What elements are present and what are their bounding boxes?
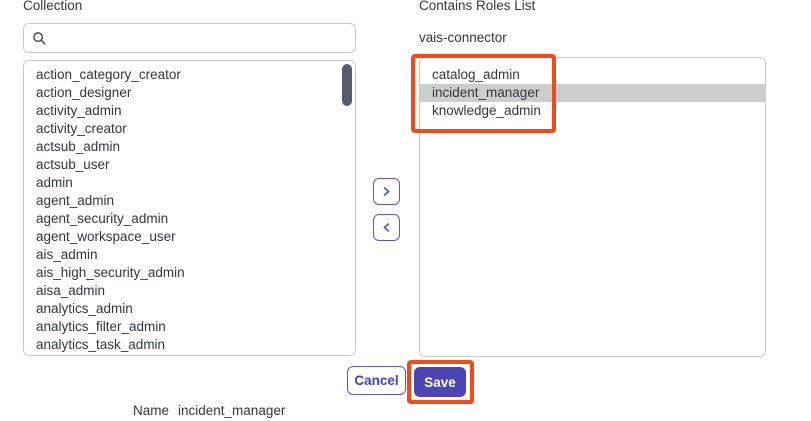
contains-roles-list-item[interactable]: incident_manager bbox=[420, 84, 765, 102]
collection-list-item[interactable]: activity_admin bbox=[36, 103, 122, 118]
collection-list-item[interactable]: ais_high_security_admin bbox=[36, 265, 185, 280]
name-value: incident_manager bbox=[178, 403, 286, 418]
save-button[interactable]: Save bbox=[414, 367, 466, 397]
group-name-label: vais-connector bbox=[419, 30, 507, 45]
collection-list-item[interactable]: ais_admin bbox=[36, 247, 98, 262]
collection-list-item[interactable]: actsub_admin bbox=[36, 139, 121, 154]
collection-list-item[interactable]: analytics_task_admin bbox=[36, 337, 166, 352]
chevron-left-icon bbox=[383, 223, 390, 232]
collection-list-item[interactable]: agent_security_admin bbox=[36, 211, 169, 226]
chevron-right-icon bbox=[383, 187, 390, 196]
move-left-button[interactable] bbox=[373, 214, 400, 241]
collection-list-item[interactable]: action_designer bbox=[36, 85, 132, 100]
collection-list-item[interactable]: action_category_creator bbox=[36, 67, 181, 82]
contains-roles-list-label: Contains Roles List bbox=[419, 0, 536, 13]
search-icon bbox=[33, 31, 46, 45]
collection-list-item[interactable]: activity_creator bbox=[36, 121, 127, 136]
collection-list-item[interactable]: agent_admin bbox=[36, 193, 115, 208]
contains-roles-list-item[interactable]: catalog_admin bbox=[432, 67, 520, 82]
collection-list-item[interactable]: admin bbox=[36, 175, 73, 190]
name-label: Name bbox=[133, 403, 170, 418]
collection-list-item[interactable]: agent_workspace_user bbox=[36, 229, 176, 244]
collection-list-item[interactable]: analytics_filter_admin bbox=[36, 319, 166, 334]
collection-list-item[interactable]: analytics_admin bbox=[36, 301, 133, 316]
cancel-button[interactable]: Cancel bbox=[347, 366, 406, 395]
move-right-button[interactable] bbox=[373, 178, 400, 205]
collection-list-item[interactable]: analytics_viewer bbox=[24, 354, 355, 355]
scrollbar-thumb[interactable] bbox=[342, 64, 352, 106]
collection-list-item[interactable]: aisa_admin bbox=[36, 283, 106, 298]
name-caption: Name incident_manager bbox=[133, 403, 285, 418]
contains-roles-list-item[interactable]: knowledge_admin bbox=[432, 103, 541, 118]
collection-list-item[interactable]: actsub_user bbox=[36, 157, 110, 172]
collection-label: Collection bbox=[23, 0, 83, 13]
collection-search-box[interactable] bbox=[23, 23, 356, 53]
collection-search-input[interactable] bbox=[53, 30, 347, 46]
